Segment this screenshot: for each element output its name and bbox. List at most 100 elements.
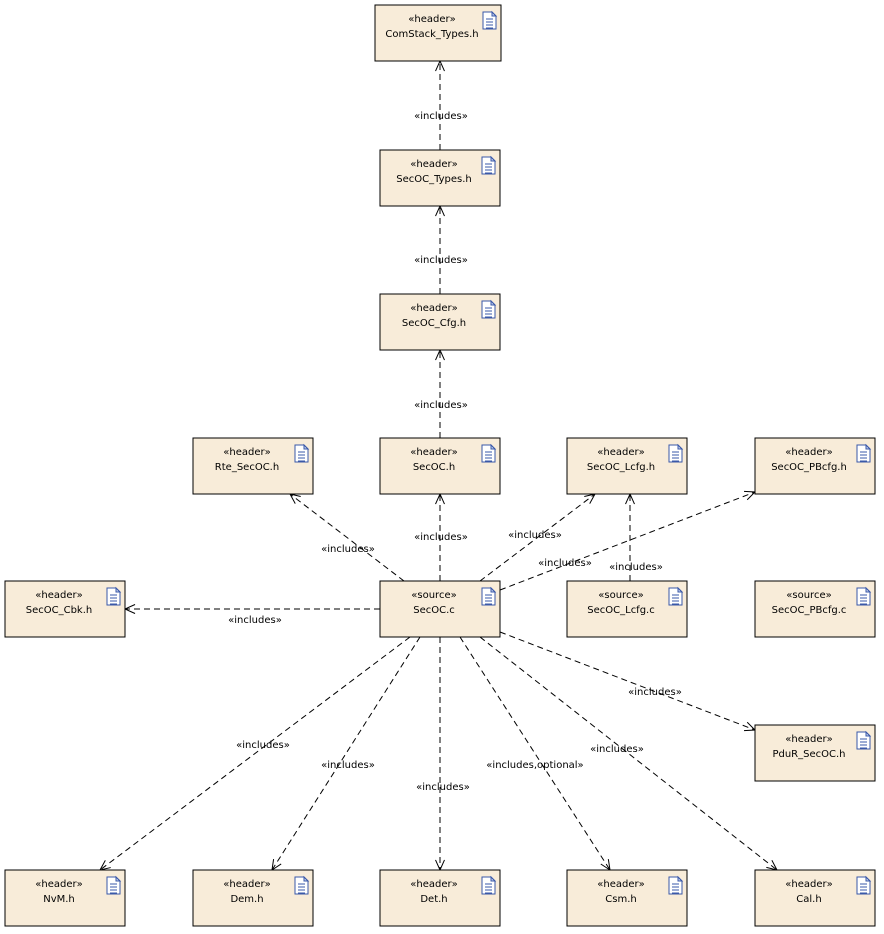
node-box — [379, 869, 501, 927]
file-node-pdur-secoc-h[interactable]: «header» PduR_SecOC.h — [754, 724, 876, 782]
node-box — [754, 869, 876, 927]
node-stereotype: «header» — [35, 879, 82, 890]
include-dependency: «includes» — [123, 604, 380, 626]
node-stereotype: «header» — [785, 447, 832, 458]
node-name: Dem.h — [230, 894, 263, 905]
node-name: Det.h — [420, 894, 447, 905]
node-stereotype: «header» — [410, 303, 457, 314]
node-box — [379, 437, 501, 495]
document-icon — [856, 730, 872, 750]
node-box — [374, 4, 502, 62]
node-stereotype: «header» — [35, 590, 82, 601]
node-stereotype: «header» — [785, 879, 832, 890]
node-box — [566, 437, 688, 495]
node-stereotype: «header» — [223, 447, 270, 458]
document-icon — [856, 443, 872, 463]
node-box — [566, 580, 688, 638]
node-stereotype: «header» — [410, 159, 457, 170]
node-stereotype: «header» — [223, 879, 270, 890]
node-name: Csm.h — [605, 894, 636, 905]
node-name: Rte_SecOC.h — [215, 462, 279, 473]
include-dependency: «includes» — [414, 59, 468, 150]
node-name: SecOC_Lcfg.h — [587, 462, 655, 473]
document-icon — [856, 586, 872, 606]
edge-label: «includes» — [628, 687, 682, 698]
file-node-secoc-cfg-h[interactable]: «header» SecOC_Cfg.h — [379, 293, 501, 351]
file-node-rte-secoc-h[interactable]: «header» Rte_SecOC.h — [192, 437, 314, 495]
include-dependency: «includes» — [414, 204, 468, 294]
file-node-cal-h[interactable]: «header» Cal.h — [754, 869, 876, 927]
include-dependency: «includes» — [99, 636, 411, 871]
node-box — [754, 437, 876, 495]
node-stereotype: «source» — [411, 590, 456, 601]
edge-label: «includes» — [321, 544, 375, 555]
include-dependency: «includes» — [479, 636, 778, 871]
file-node-det-h[interactable]: «header»Det.h — [379, 869, 501, 927]
document-icon — [481, 875, 497, 895]
document-icon — [668, 875, 684, 895]
include-dependency: «includes» — [414, 492, 468, 581]
node-name: SecOC_Lcfg.c — [587, 605, 654, 616]
edge-label: «includes» — [414, 400, 468, 411]
node-name: SecOC_Cfg.h — [402, 318, 466, 329]
file-node-nvm-h[interactable]: «header» NvM.h — [4, 869, 126, 927]
node-name: Cal.h — [796, 894, 821, 905]
file-node-secoc-lcfg-c[interactable]: «source»SecOC_Lcfg.c — [566, 580, 688, 638]
node-box — [192, 437, 314, 495]
edge-label: «includes,optional» — [486, 760, 583, 771]
file-node-secoc-types-h[interactable]: «header» SecOC_Types.h — [379, 149, 501, 207]
include-dependency: «includes» — [416, 637, 470, 872]
node-stereotype: «header» — [410, 447, 457, 458]
edge-label: «includes» — [590, 744, 644, 755]
node-name: NvM.h — [43, 894, 75, 905]
document-icon — [294, 443, 310, 463]
node-box — [379, 293, 501, 351]
file-node-secoc-cbk-h[interactable]: «header» SecOC_Cbk.h — [4, 580, 126, 638]
document-icon — [294, 875, 310, 895]
document-icon — [106, 875, 122, 895]
edge-label: «includes» — [228, 615, 282, 626]
file-node-secoc-h[interactable]: «header» SecOC.h — [379, 437, 501, 495]
node-name: SecOC_PBcfg.h — [771, 462, 847, 473]
edge-label: «includes» — [414, 111, 468, 122]
edge-label: «includes» — [508, 530, 562, 541]
dependency-line — [479, 636, 778, 871]
dependency-line — [499, 491, 756, 591]
file-node-comstack-types-h[interactable]: «header» ComStack_Types.h — [374, 4, 502, 62]
node-box — [379, 149, 501, 207]
edge-label: «includes» — [414, 255, 468, 266]
dependency-line — [271, 636, 421, 871]
file-node-secoc-pbcfg-h[interactable]: «header» SecOC_PBcfg.h — [754, 437, 876, 495]
node-name: SecOC.h — [413, 462, 455, 473]
node-box — [379, 580, 501, 638]
node-name: PduR_SecOC.h — [772, 749, 845, 760]
node-name: ComStack_Types.h — [385, 29, 478, 40]
edge-label: «includes» — [538, 558, 592, 569]
dependency-line — [289, 493, 405, 582]
dependency-line — [459, 636, 611, 871]
node-name: SecOC.c — [413, 605, 455, 616]
include-dependency: «includes» — [499, 631, 757, 732]
node-box — [4, 580, 126, 638]
file-node-csm-h[interactable]: «header»Csm.h — [566, 869, 688, 927]
node-box — [192, 869, 314, 927]
document-icon — [482, 10, 498, 30]
node-stereotype: «source» — [786, 590, 831, 601]
document-icon — [481, 299, 497, 319]
node-stereotype: «header» — [408, 14, 455, 25]
file-node-dem-h[interactable]: «header» Dem.h — [192, 869, 314, 927]
edge-label: «includes» — [236, 740, 290, 751]
node-name: SecOC_PBcfg.c — [772, 605, 847, 616]
document-icon — [481, 443, 497, 463]
node-name: SecOC_Types.h — [396, 174, 472, 185]
file-node-secoc-lcfg-h[interactable]: «header»SecOC_Lcfg.h — [566, 437, 688, 495]
file-node-secoc-c[interactable]: «source» SecOC.c — [379, 580, 501, 638]
document-icon — [668, 586, 684, 606]
node-stereotype: «header» — [785, 734, 832, 745]
node-name: SecOC_Cbk.h — [26, 605, 93, 616]
edge-label: «includes» — [416, 782, 470, 793]
document-icon — [106, 586, 122, 606]
document-icon — [668, 443, 684, 463]
file-node-secoc-pbcfg-c[interactable]: «source» SecOC_PBcfg.c — [754, 580, 876, 638]
